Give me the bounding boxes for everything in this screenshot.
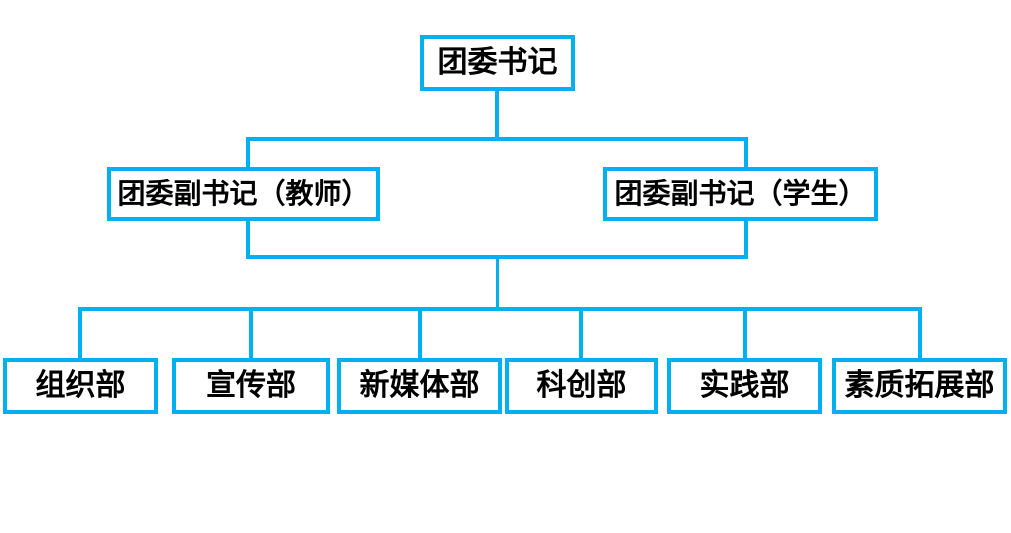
connector-level2-right-drop xyxy=(744,137,748,170)
connector-deputy-right-down xyxy=(744,219,748,259)
connector-dept-drop-1 xyxy=(78,307,82,360)
org-node-dept-sci-tech-innovation-label: 科创部 xyxy=(536,369,627,402)
connector-dept-drop-5 xyxy=(743,307,747,360)
connector-level3-bus xyxy=(78,307,922,311)
connector-root-drop xyxy=(495,88,499,141)
org-node-deputy-student-label: 团委副书记（学生） xyxy=(614,178,867,209)
connector-deputy-left-down xyxy=(246,219,250,259)
connector-level2-bus xyxy=(246,137,748,141)
org-node-dept-practice-label: 实践部 xyxy=(699,369,790,402)
connector-level2-left-drop xyxy=(246,137,250,170)
org-node-deputy-student: 团委副书记（学生） xyxy=(603,167,878,221)
org-node-secretary: 团委书记 xyxy=(420,35,575,91)
org-node-dept-new-media-label: 新媒体部 xyxy=(359,369,480,402)
org-node-dept-quality-development: 素质拓展部 xyxy=(832,358,1007,414)
org-node-secretary-label: 团委书记 xyxy=(437,46,558,79)
connector-dept-drop-6 xyxy=(918,307,922,360)
org-node-dept-new-media: 新媒体部 xyxy=(337,358,502,414)
org-node-dept-organization-label: 组织部 xyxy=(35,369,126,402)
org-node-dept-sci-tech-innovation: 科创部 xyxy=(505,358,658,414)
org-node-deputy-teacher-label: 团委副书记（教师） xyxy=(117,178,370,209)
connector-dept-drop-2 xyxy=(249,307,253,360)
org-node-dept-publicity: 宣传部 xyxy=(172,358,330,414)
org-node-dept-practice: 实践部 xyxy=(667,358,822,414)
org-node-deputy-teacher: 团委副书记（教师） xyxy=(107,167,380,221)
org-node-dept-quality-development-label: 素质拓展部 xyxy=(844,369,995,402)
org-node-dept-publicity-label: 宣传部 xyxy=(206,369,296,402)
connector-dept-drop-4 xyxy=(579,307,583,360)
org-node-dept-organization: 组织部 xyxy=(3,358,158,414)
connector-center-drop xyxy=(496,255,499,311)
connector-dept-drop-3 xyxy=(418,307,422,360)
